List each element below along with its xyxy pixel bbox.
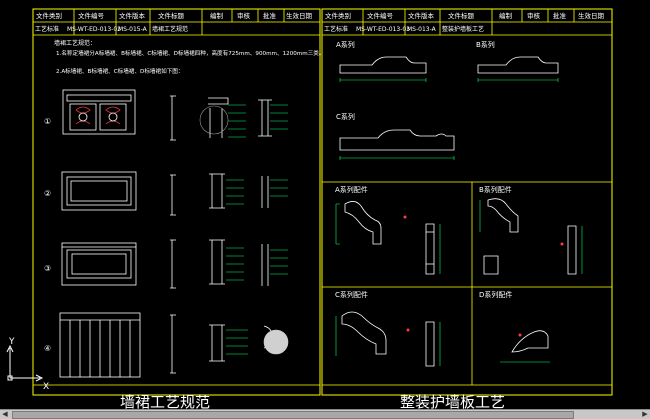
accessory-a-label: A系列配件 [335, 185, 368, 194]
left-title-headers: 文件类别 文件编号 文件版本 文件标题 编制 审核 批准 生效日期 [36, 11, 313, 20]
right-panel-grid [33, 181, 612, 386]
drawing-canvas[interactable]: 文件类别 文件编号 文件版本 文件标题 编制 审核 批准 生效日期 工艺标准 M… [0, 0, 650, 409]
scroll-right-arrow-icon[interactable]: ▶ [642, 410, 648, 418]
right-header-0: 文件类别 [325, 11, 351, 20]
red-markers [403, 215, 564, 337]
section-profiles-mid [258, 99, 273, 349]
right-title-block [322, 9, 612, 36]
right-header-2: 文件版本 [408, 11, 435, 20]
right-title-headers: 文件类别 文件编号 文件版本 文件标题 编制 审核 批准 生效日期 [325, 11, 605, 20]
left-footer-title: 墙裙工艺规范 [120, 393, 210, 409]
ucs-x-label: X [43, 382, 49, 392]
accessory-drawings [341, 198, 577, 367]
notes-heading: 墙裙工艺规范： [54, 39, 96, 47]
left-row-title: 墙裙工艺规范 [152, 25, 188, 33]
marker-2: ② [44, 189, 51, 198]
right-header-6: 批准 [553, 11, 567, 20]
right-row-type: 工艺标准 [324, 25, 348, 33]
right-header-7: 生效日期 [578, 11, 605, 20]
right-footer-title: 整装护墙板工艺 [400, 393, 505, 409]
left-header-1: 文件编号 [78, 11, 105, 20]
left-row-code: MS-WT-ED-013-02 [67, 26, 121, 33]
left-title-row: 工艺标准 MS-WT-ED-013-02 MS-015-A 墙裙工艺规范 [35, 25, 188, 33]
left-header-4: 编制 [210, 11, 224, 20]
left-header-2: 文件版本 [119, 11, 146, 20]
accessory-b-label: B系列配件 [479, 185, 512, 194]
note-2: 2.A标墙裙、B标墙裙、C标墙裙、D标墙裙如下图： [56, 67, 184, 75]
right-sheet-frame [321, 8, 613, 396]
profile-b-label: B系列 [476, 40, 495, 49]
profile-c-label: C系列 [336, 112, 355, 121]
row-markers: ① ② ③ ④ [44, 117, 51, 353]
right-header-3: 文件标题 [448, 11, 475, 20]
accessory-d-label: D系列配件 [479, 290, 512, 299]
left-header-7: 生效日期 [286, 11, 313, 20]
section-profiles-left [170, 95, 229, 374]
marker-1: ① [44, 117, 51, 126]
right-header-5: 审核 [527, 11, 541, 20]
scroll-left-arrow-icon[interactable]: ◀ [2, 410, 8, 418]
left-header-0: 文件类别 [36, 11, 62, 20]
profile-drawings [339, 56, 559, 151]
scrollbar-thumb[interactable] [12, 411, 574, 419]
left-header-3: 文件标题 [158, 11, 185, 20]
profile-a-label: A系列 [336, 40, 355, 49]
wainscot-b-elevation [61, 171, 137, 211]
right-title-row: 工艺标准 MS-WT-ED-013-03 MS-013-A 整装护墙板工艺 [324, 25, 484, 33]
left-row-version: MS-015-A [118, 26, 148, 33]
detail-circles [199, 105, 289, 355]
drawing-svg: 文件类别 文件编号 文件版本 文件标题 编制 审核 批准 生效日期 工艺标准 M… [6, 8, 613, 409]
accessory-c-label: C系列配件 [335, 290, 368, 299]
marker-3: ③ [44, 264, 51, 273]
left-notes: 墙裙工艺规范： 1.名称定墙裙分A标墙裙、B标墙裙、C标墙裙、D标墙裙四种，高度… [54, 39, 325, 75]
right-row-version: MS-013-A [407, 26, 437, 33]
right-header-4: 编制 [499, 11, 513, 20]
left-row-type: 工艺标准 [35, 25, 59, 33]
left-header-5: 审核 [237, 11, 251, 20]
right-header-1: 文件编号 [367, 11, 394, 20]
note-1: 1.名称定墙裙分A标墙裙、B标墙裙、C标墙裙、D标墙裙四种，高度有725mm、9… [56, 49, 325, 57]
wainscot-a-elevation [62, 89, 136, 135]
profile-labels: A系列 B系列 C系列 [336, 40, 495, 121]
ucs-y-label: Y [8, 337, 15, 347]
left-header-6: 批准 [263, 11, 277, 20]
wainscot-d-elevation [59, 312, 141, 378]
marker-4: ④ [44, 344, 51, 353]
right-row-code: MS-WT-ED-013-03 [356, 26, 410, 33]
accessory-dims [335, 200, 583, 366]
accessory-labels: A系列配件 B系列配件 C系列配件 D系列配件 [335, 185, 512, 299]
left-title-block [33, 9, 320, 36]
right-row-title: 整装护墙板工艺 [442, 25, 484, 33]
profile-dims [339, 78, 559, 160]
left-sheet-frame [32, 8, 321, 396]
ucs-icon [6, 344, 44, 382]
callout-leaders-left [226, 104, 288, 355]
wainscot-c-elevation [61, 242, 137, 286]
horizontal-scrollbar[interactable]: ◀ ▶ [0, 409, 650, 419]
